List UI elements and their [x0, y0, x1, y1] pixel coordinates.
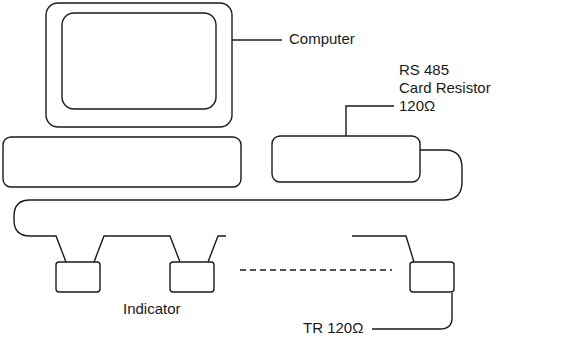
leader-line — [232, 39, 282, 40]
device-label: Computer — [288, 31, 356, 48]
monitor-housing — [46, 3, 232, 127]
rs485-cable — [14, 150, 462, 262]
card-label: Card Resistor — [398, 80, 492, 97]
keyboard — [3, 137, 241, 187]
indicator-box — [56, 262, 100, 292]
leader-line — [372, 293, 452, 329]
dashed-continuation — [240, 269, 392, 270]
indicator-box — [410, 262, 454, 292]
terminator-label: TR 120Ω — [302, 320, 364, 337]
monitor-screen — [62, 13, 216, 109]
leader-line — [346, 106, 394, 136]
card-label: 120Ω — [398, 98, 436, 115]
rs485-card — [272, 136, 420, 182]
indicator-box — [170, 262, 214, 292]
card-label: RS 485 — [398, 62, 450, 79]
indicator-label: Indicator — [122, 301, 182, 318]
